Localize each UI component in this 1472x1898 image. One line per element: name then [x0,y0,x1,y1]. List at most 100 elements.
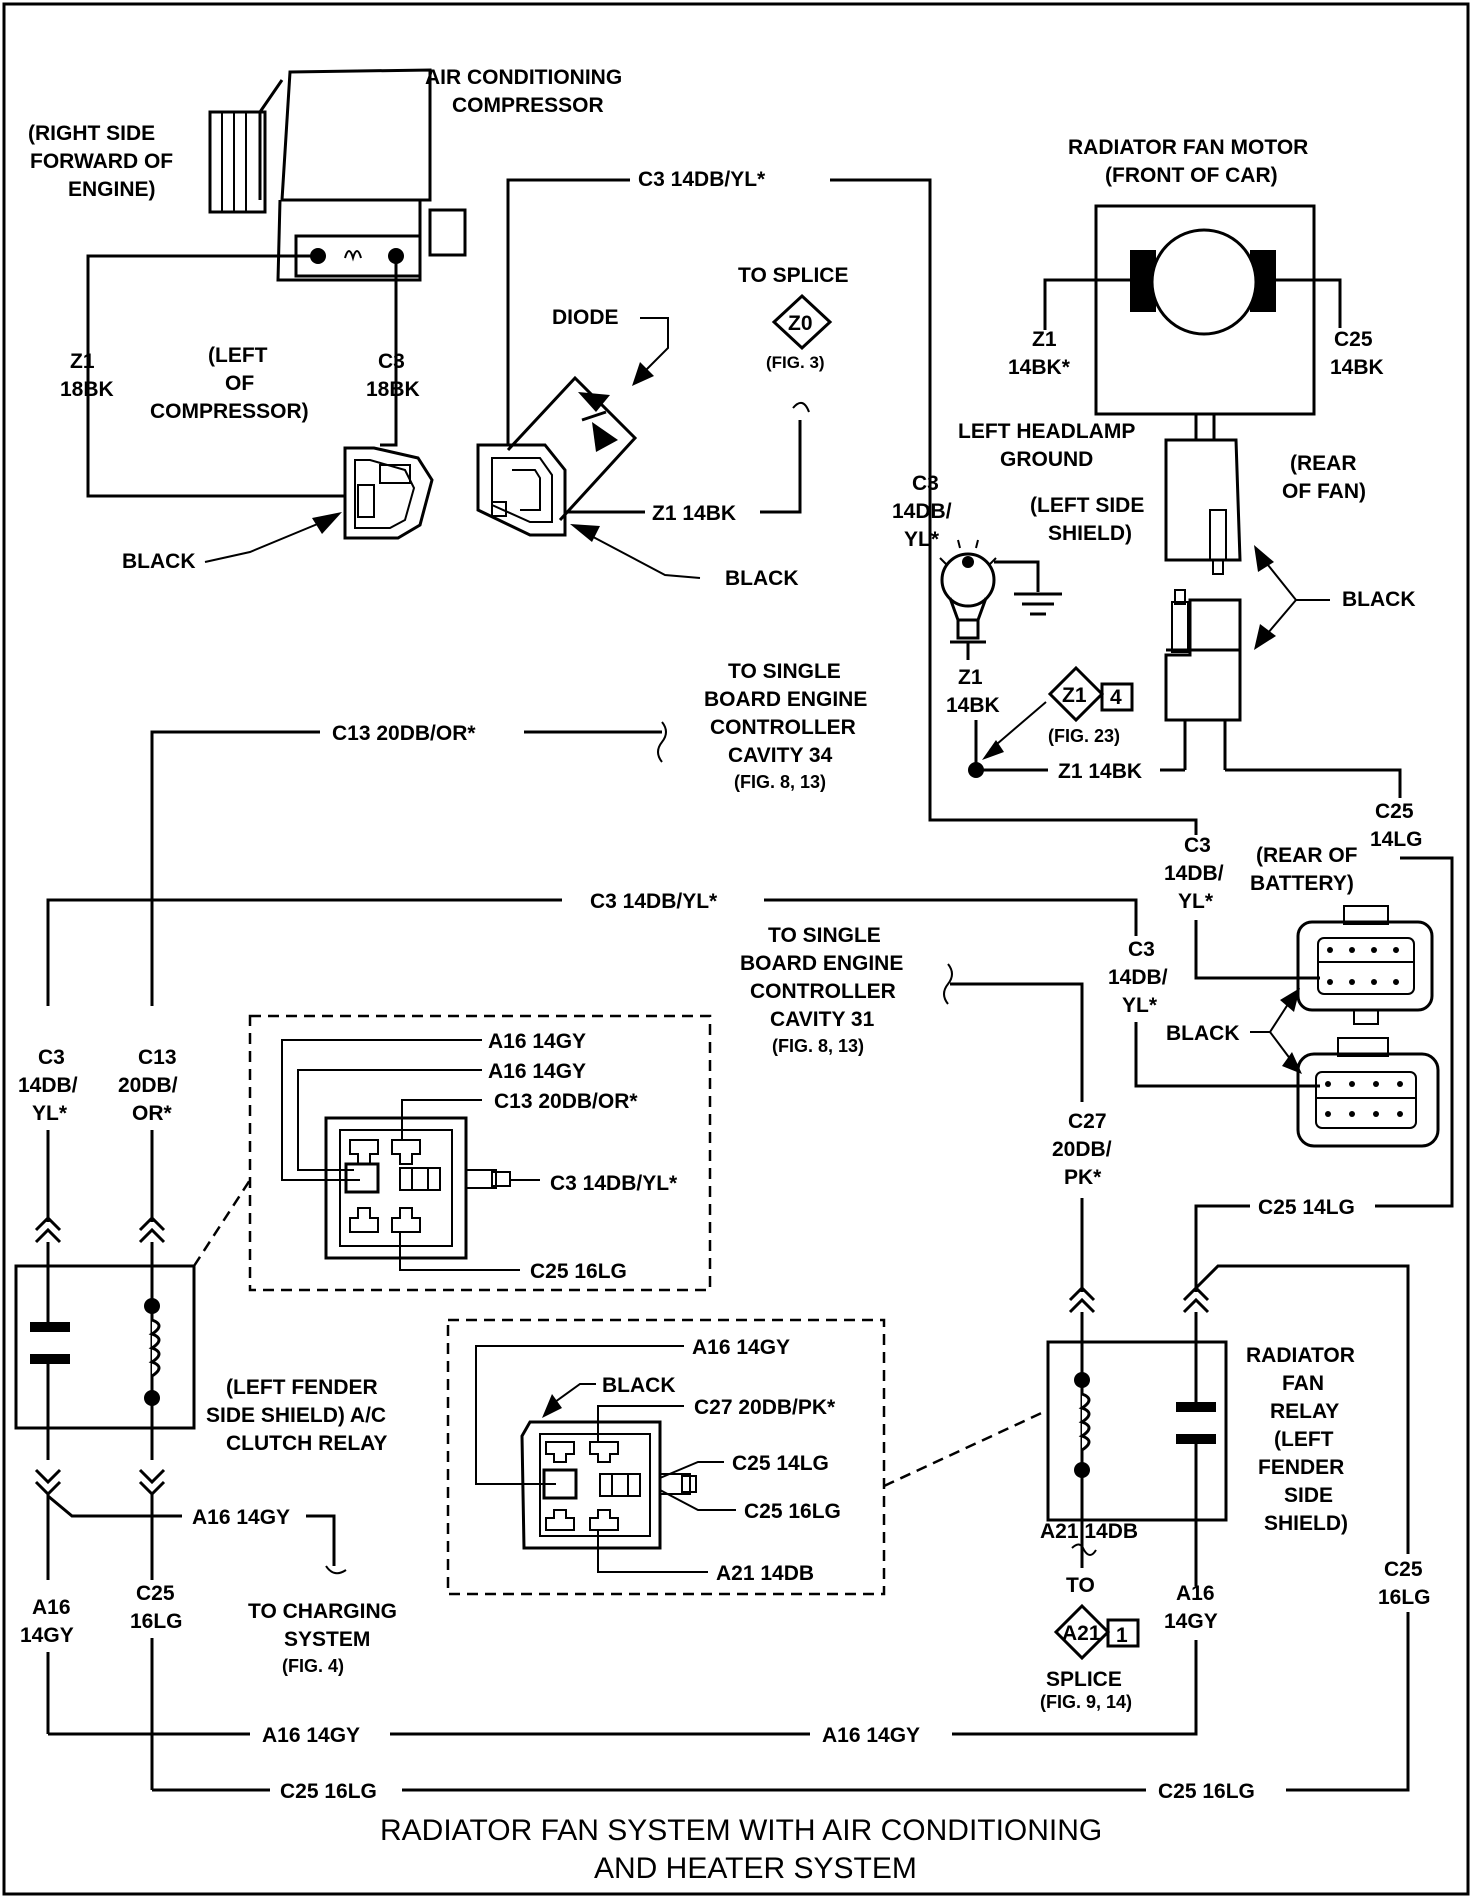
fan-rear-2: OF FAN) [1282,480,1366,503]
diode-arrow [639,317,669,377]
fan-c25-vertical-a: C25 [1375,800,1414,823]
sbec34-wire: C13 20DB/OR* [332,722,476,745]
fan-detail-pin1: A16 14GY [692,1336,790,1359]
compressor-location-2: FORWARD OF [30,150,173,173]
wire-z1-14bk-fan [1043,278,1130,330]
sbec34-line4: CAVITY 34 [728,744,833,767]
wire-c3-top-label: C3 14DB/YL* [638,168,766,191]
battery-c3b-3: YL* [1122,994,1158,1017]
battery-connector-color: BLACK [1166,1022,1240,1045]
radiator-fan-relay [1046,1312,1228,1586]
battery-c3b-2: 14DB/ [1108,966,1168,989]
fan-relay-c25-2: 16LG [1378,1586,1431,1609]
battery-connector-upper [1296,905,1434,1025]
battery-rear-2: BATTERY) [1250,872,1354,895]
fan-ground-1: LEFT HEADLAMP [958,420,1135,443]
bottom-a16-right: A16 14GY [822,1724,920,1747]
diode-splice-id: Z0 [788,312,813,335]
fan-relay-name-5: FENDER [1258,1456,1344,1479]
fan-relay-c25-1: C25 [1384,1558,1423,1581]
fan-relay-a16-2: 14GY [1164,1610,1218,1633]
ac-detail-pin2: A16 14GY [488,1060,586,1083]
fan-rear-1: (REAR [1290,452,1357,475]
sbec34-line3: CONTROLLER [710,716,856,739]
ac-relay-name-3: CLUTCH RELAY [226,1432,387,1455]
ac-relay-detail-box [248,1014,712,1292]
ac-c13-3: OR* [132,1102,173,1125]
sbec31-line2: BOARD ENGINE [740,952,903,975]
wire-a16-14gy-charging [47,1494,182,1518]
fan-wire-c25-a: C25 [1334,328,1373,351]
ac-wire-a16: A16 14GY [192,1506,290,1529]
ac-c13-1: C13 [138,1046,177,1069]
wire-z1-label-b: 18BK [60,378,114,401]
splice-z1-fig: (FIG. 23) [1048,726,1120,746]
fan-relay-detail-connector [520,1420,697,1550]
fan-relay-splice: SPLICE [1046,1668,1122,1691]
fan-detail-pin5: A21 14DB [716,1562,814,1585]
ac-clutch-relay [14,1242,196,1460]
wire-c3-14dbyl-battery [46,898,562,1006]
ac-c3-3: YL* [32,1102,68,1125]
fan-relay-name-7: SHIELD) [1264,1512,1348,1535]
fan-ground-2: GROUND [1000,448,1093,471]
fan-relay-name-6: SIDE [1284,1484,1333,1507]
fan-relay-wire-top: C25 14LG [1258,1196,1355,1219]
fan-c25-vertical-b: 14LG [1370,828,1423,851]
ground-eyelet [939,539,997,660]
wire-c3-18bk [380,256,398,447]
ac-a16-2: 14GY [20,1624,74,1647]
wire-c25-14lg [1225,768,1402,798]
diode-connector [476,443,567,537]
ac-c13-2: 20DB/ [118,1074,178,1097]
ground-symbol [994,560,1062,616]
sbec34-line2: BOARD ENGINE [704,688,867,711]
diode-symbol [578,392,610,412]
fan-relay-splice-fig: (FIG. 9, 14) [1040,1692,1132,1712]
fan-wire-z1-a: Z1 [1032,328,1057,351]
compressor-name-1: AIR CONDITIONING [425,66,622,89]
battery-c3a-1: C3 [1184,834,1211,857]
fan-relay-name-1: RADIATOR [1246,1344,1355,1367]
fan-black-arrows [1259,554,1330,641]
fan-c3-vertical-b: 14DB/ [892,500,952,523]
diode-splice-fig: (FIG. 3) [766,353,825,372]
sbec31-line1: TO SINGLE [768,924,881,947]
ac-c25-1: C25 [136,1582,175,1605]
diode-wire-ground: Z1 14BK [652,502,736,525]
fan-relay-name-3: RELAY [1270,1400,1339,1423]
fan-c3-vertical-c: YL* [904,528,940,551]
wire-c3-label-b: 18BK [366,378,420,401]
fan-ground-4: SHIELD) [1048,522,1132,545]
fan-motor [1094,204,1316,416]
fan-detail-pin2: C27 20DB/PK* [694,1396,836,1419]
diode-label: DIODE [552,306,619,329]
wire-z1-label-a: Z1 [70,350,95,373]
diode-connector-color: BLACK [725,567,799,590]
fan-z1-vertical-b: 14BK [946,694,1000,717]
compressor-connector [343,446,434,540]
diode-connector-arrow [579,529,701,579]
splice-a21-diamond [1053,1603,1111,1661]
ac-compressor [208,68,467,282]
ac-relay-detail-connector [324,1116,511,1260]
ac-detail-pin5: C25 16LG [530,1260,627,1283]
sbec31-line3: CONTROLLER [750,980,896,1003]
sbec31-wire-c: PK* [1064,1166,1102,1189]
battery-wire: C3 14DB/YL* [590,890,718,913]
diagram-title-1: RADIATOR FAN SYSTEM WITH AIR CONDITIONIN… [380,1814,1102,1847]
compressor-connector-loc-3: COMPRESSOR) [150,400,309,423]
splice-z1-num: 4 [1110,686,1122,709]
wire-c25-14bk-fan [1276,278,1342,328]
fan-ground-3: (LEFT SIDE [1030,494,1144,517]
compressor-connector-loc-2: OF [225,372,254,395]
fan-c3-vertical-a: C3 [912,472,939,495]
wire-c25-14lg-relay [1194,1204,1250,1292]
fan-connector-lower [1164,589,1242,722]
fan-z1-vertical-a: Z1 [958,666,983,689]
sbec34-fig: (FIG. 8, 13) [734,772,826,792]
sbec34-line1: TO SINGLE [728,660,841,683]
compressor-connector-color: BLACK [122,550,196,573]
